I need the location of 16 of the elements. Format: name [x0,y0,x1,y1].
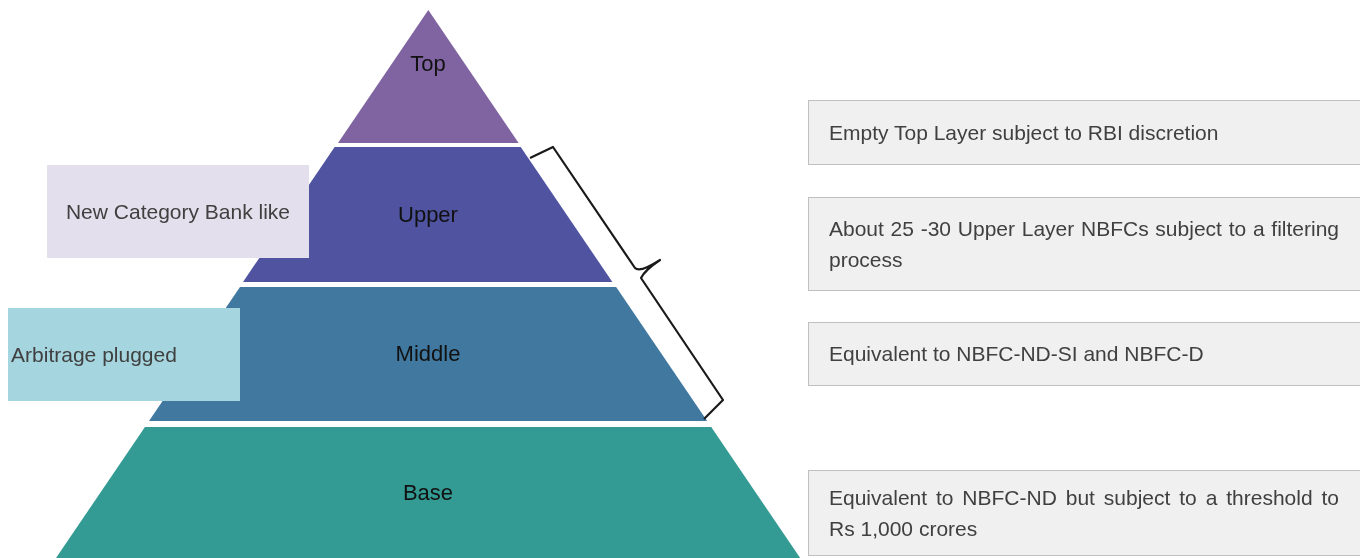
layer-label: Middle [395,341,461,367]
description-text: Equivalent to NBFC-ND-SI and NBFC-D [829,341,1205,368]
description-box [808,197,1360,291]
category-label: New Category Bank like [65,198,291,225]
category-label: Arbitrage plugged [11,341,177,368]
category-label-box [47,165,309,258]
description-box [808,470,1360,556]
description-box [808,100,1360,165]
description-box [808,322,1360,386]
description-text: Empty Top Layer subject to RBI discretion [829,119,1220,146]
category-label-box [8,308,240,401]
layer-label: Upper [398,201,458,228]
layer-label: Top [410,51,446,77]
layer-label: Base [402,479,454,506]
description-text: About 25 -30 Upper Layer NBFCs subject to a filtering process [829,215,1339,273]
description-text: Equivalent to NBFC-ND but subject to a threshold to Rs 1,000 crores [829,484,1339,542]
